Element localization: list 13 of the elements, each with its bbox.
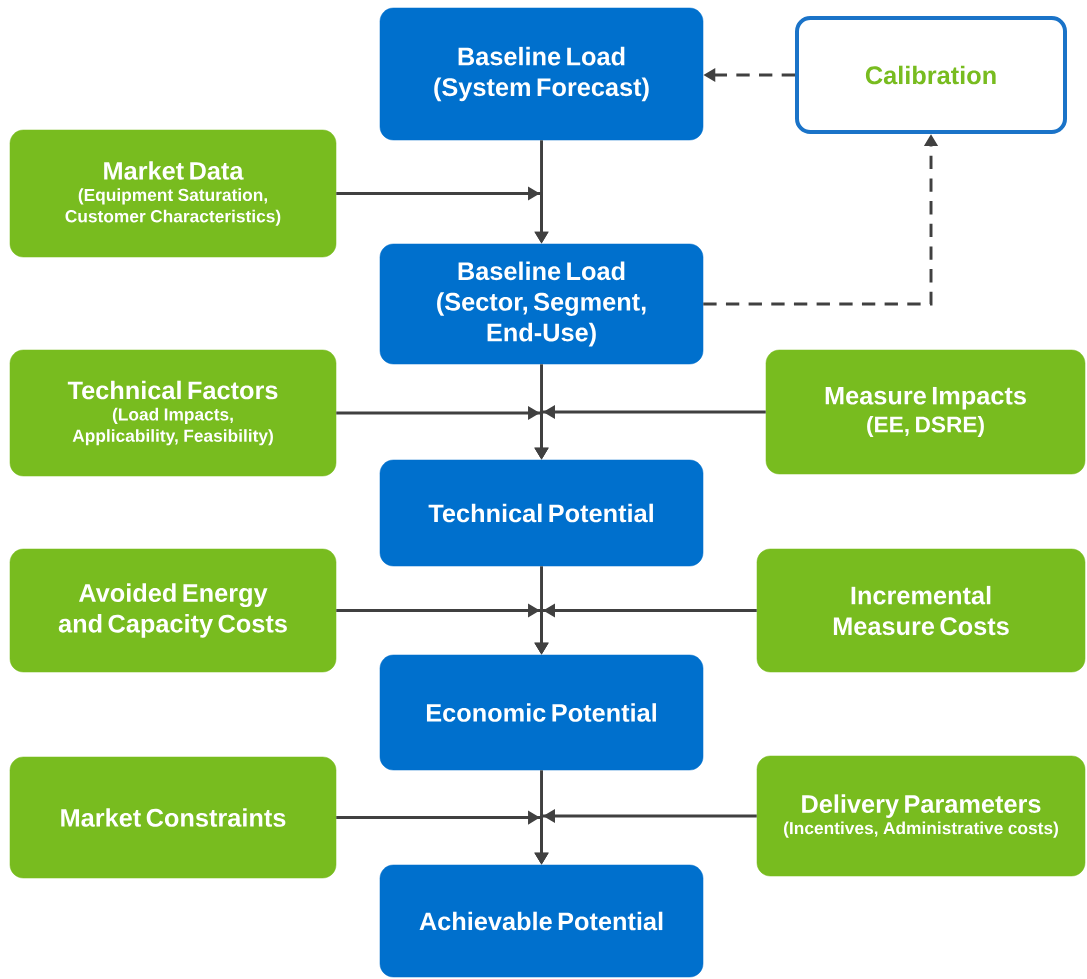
process-box: Baseline Load (System Forecast) [379,7,704,141]
input-box: Market Constraints [9,756,337,879]
calibration-box: Calibration [795,16,1067,134]
input-box: Market Data (Equipment Saturation, Customer Characteristics) [9,129,337,258]
process-box: Achievable Potential [379,864,704,978]
input-box: Measure Impacts (EE, DSRE) [765,349,1086,475]
input-box: Technical Factors (Load Impacts, Applicability, Feasibility) [9,349,337,477]
input-box: Delivery Parameters (Incentives, Administrative costs) [756,755,1086,877]
input-box: Avoided Energy and Capacity Costs [9,548,337,673]
input-box: Incremental Measure Costs [756,548,1086,673]
process-box: Technical Potential [379,459,704,567]
process-box: Baseline Load (Sector, Segment, End-Use) [379,243,704,365]
process-box: Economic Potential [379,654,704,771]
